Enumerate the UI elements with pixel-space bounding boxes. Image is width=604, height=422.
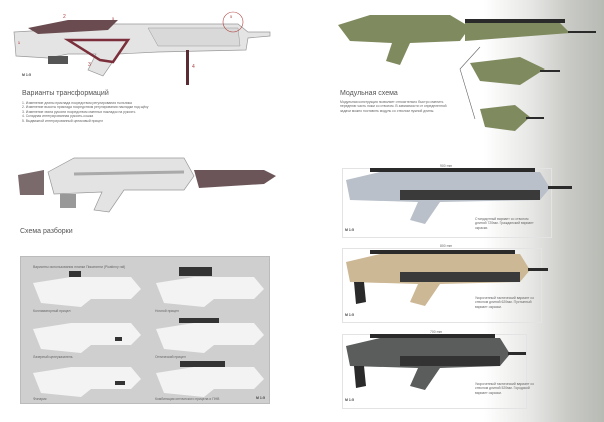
- rail-title: Варианты использования планки Пикатинни …: [33, 265, 126, 269]
- callout-5a: 5: [112, 16, 115, 21]
- rail-scale: М 1:5: [256, 396, 265, 400]
- transform-list: 1. Изменение длины приклада посредством …: [22, 101, 222, 123]
- callout-5b: 5: [230, 14, 233, 19]
- transform-item: 3. Изменение хвата рукояти посредством с…: [22, 109, 136, 114]
- variant-caption: Укороченный тактический вариант со ствол…: [475, 296, 535, 309]
- transform-rifle-drawing: 1 2 3 4 5 5: [13, 11, 271, 85]
- rail-rifles: [33, 267, 264, 397]
- callout-3: 3: [88, 62, 91, 68]
- callout-1: 1: [18, 41, 20, 45]
- transform-item: 1. Изменение длины приклада посредством …: [22, 101, 132, 105]
- callout-4: 4: [192, 64, 195, 70]
- transform-item: 4. Складная интегрированная рукоять-сошк…: [22, 114, 94, 119]
- variant-scale: М 1:5: [345, 398, 354, 402]
- rail-option-laser: Лазерный целеуказатель: [33, 355, 73, 359]
- transform-item: 2. Изменение высоты приклада посредством…: [22, 105, 149, 110]
- variant-caption: Укороченный тактический вариант со ствол…: [475, 382, 535, 395]
- disassembly-title: Схема разборки: [20, 228, 73, 235]
- transform-item: 5. Выдвижной интегрированный целиковый п…: [22, 118, 103, 123]
- modular-text: Модульная конструкция позволяет относите…: [340, 100, 447, 113]
- variant-scale: М 1:5: [345, 228, 354, 232]
- variant-length: 700 mm: [430, 330, 443, 334]
- variant-caption: Стандартный вариант со стволом длиной 72…: [475, 217, 534, 230]
- variant-length: 900 mm: [440, 164, 453, 168]
- variant-length: 800 mm: [440, 244, 453, 248]
- picatinny-panel: Варианты использования планки Пикатинни …: [20, 256, 270, 404]
- rail-option-flashlight: Фонарик: [33, 397, 47, 401]
- disassembly-drawing: [18, 157, 276, 213]
- callout-2: 2: [63, 14, 66, 20]
- modular-title: Модульная схема: [340, 90, 398, 97]
- rail-option-combo: Комбинация оптического прицела и ПНВ: [155, 397, 220, 401]
- variant-desert-frame: [342, 248, 542, 323]
- variant-rifles: [346, 168, 572, 390]
- rail-option-night: Ночной прицел: [155, 309, 179, 313]
- rail-option-optical: Оптический прицел: [155, 355, 186, 359]
- transform-title: Варианты трансформаций: [22, 90, 109, 97]
- modular-drawing: [338, 15, 596, 131]
- transform-scale: М 1:5: [22, 73, 31, 77]
- rail-option-collimator: Коллиматорный прицел: [33, 309, 71, 313]
- variant-scale: М 1:5: [345, 313, 354, 317]
